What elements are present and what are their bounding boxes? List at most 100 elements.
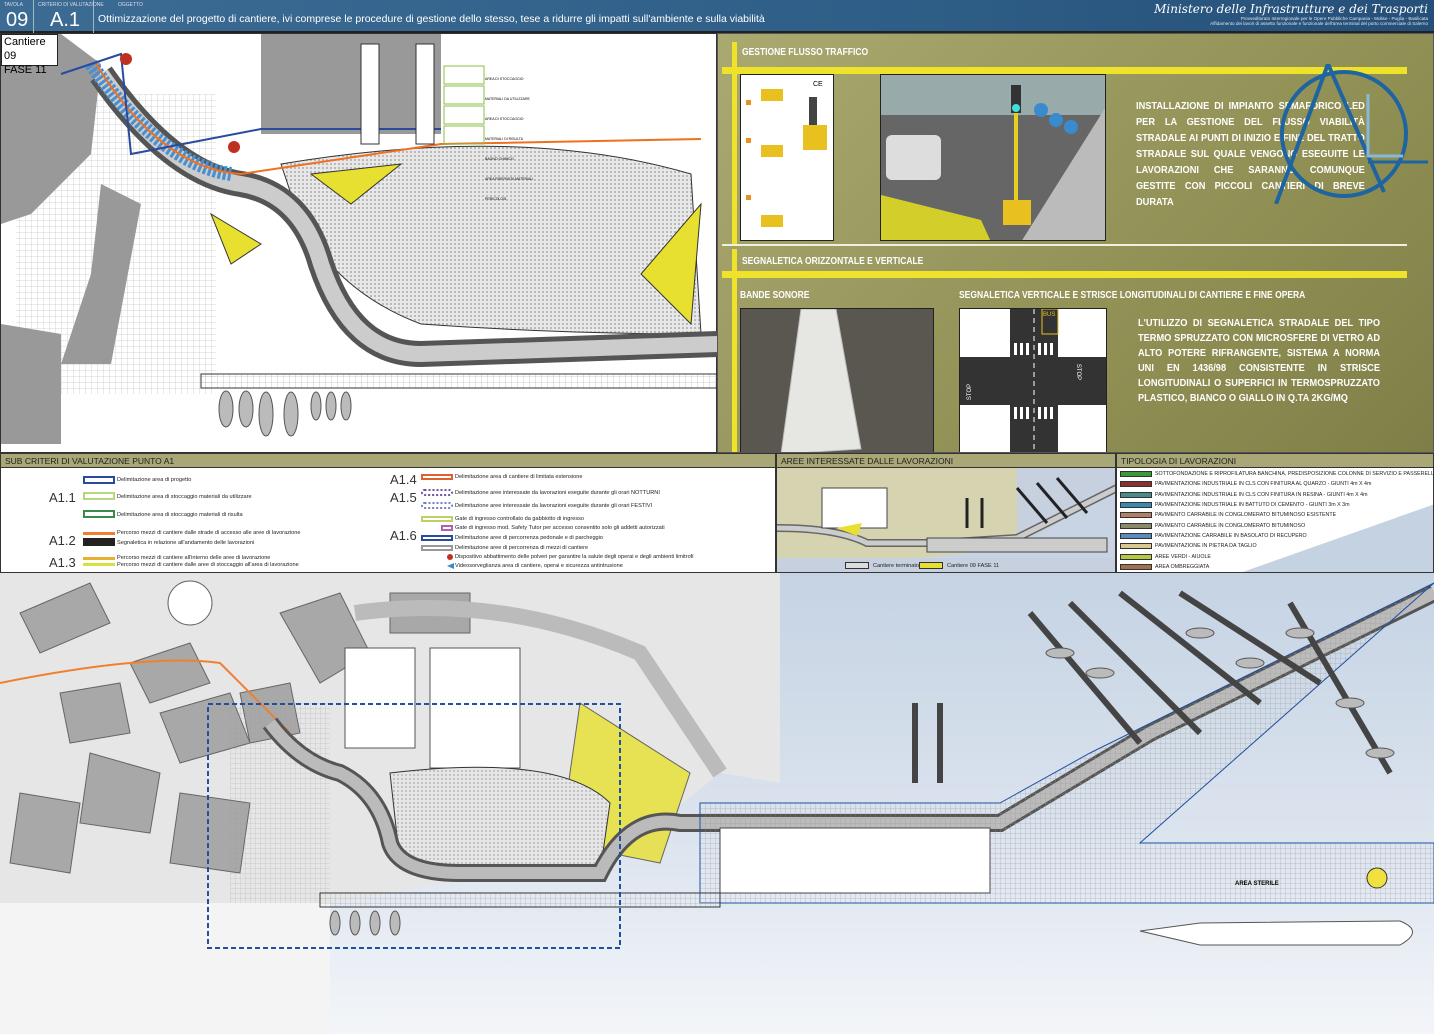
bus-label: BUS: [1043, 312, 1056, 318]
work-type-label: PAVIMENTAZIONE INDUSTRIALE IN CLS CON FI…: [1155, 491, 1368, 498]
map-label: AREA RISERVATA MATERIALI PERICOLOSI: [485, 177, 534, 201]
legend-item: Gate di ingresso mod. Safety Tutor per a…: [455, 525, 665, 531]
dust-abatement-icon: [228, 141, 240, 153]
traffic-light-scene: [881, 75, 1105, 240]
info-panel: GESTIONE FLUSSO TRAFFICO CE 1 2 3 INSTAL…: [717, 33, 1434, 453]
parking-area: [280, 145, 702, 335]
section-title: GESTIONE FLUSSO TRAFFICO: [742, 47, 869, 58]
terminal-building: [719, 827, 991, 894]
key-map: AREE INTERESSATE DALLE LAVORAZIONI Canti…: [776, 453, 1116, 573]
land: [0, 903, 330, 1034]
swatch: [421, 516, 453, 522]
subsection-title: BANDE SONORE: [740, 290, 810, 301]
cantiere-label: Cantiere 09 FASE 11: [1, 34, 58, 76]
swatch: [845, 562, 869, 569]
work-type-swatch: [1120, 522, 1152, 529]
work-type-label: PAVIMENTAZIONE INDUSTRIALE IN CLS CON FI…: [1155, 481, 1372, 488]
stop-label: STOP: [967, 383, 974, 401]
green-area: [309, 163, 403, 205]
quay: [200, 373, 718, 389]
yellow-rule: [732, 42, 737, 245]
work-type-item: PAVIMENTAZIONE IN PIETRA DA TAGLIO: [1120, 541, 1433, 551]
signage-swatch: [83, 538, 115, 546]
piers: [912, 590, 1393, 783]
ship: [1139, 920, 1413, 946]
work-type-label: PAVIMENTAZIONE CARRABILE IN BASOLATO DI …: [1155, 532, 1307, 539]
route-swatch: [83, 532, 115, 535]
subsection-title: SEGNALETICA VERTICALE E STRISCE LONGITUD…: [959, 290, 1306, 301]
header: TAVOLA 09 CRITERIO DI VALUTAZIONE A.1 OG…: [0, 0, 1434, 33]
legend-item: Delimitazione area di cantiere di limita…: [455, 474, 583, 480]
legend-item: Delimitazione aree interessate da lavora…: [455, 490, 660, 496]
work-types-legend: TIPOLOGIA DI LAVORAZIONI SOTTOFONDAZIONE…: [1116, 453, 1434, 573]
work-type-item: PAVIMENTO CARRABILE IN CONGLOMERATO BITU…: [1120, 510, 1433, 520]
work-type-swatch: [1120, 553, 1152, 560]
divider: [722, 244, 1407, 246]
legend-item: Segnaletica in relazione all'andamento d…: [117, 540, 255, 546]
work-type-item: PAVIMENTO CARRABILE IN CONGLOMERATO BITU…: [1120, 520, 1433, 530]
section2-text: L'UTILIZZO DI SEGNALETICA STRADALE DEL T…: [1138, 317, 1380, 404]
dust-abatement-icon: [120, 53, 132, 65]
site-plan-drawing: [1, 34, 718, 444]
traffic-light-sketch: [746, 89, 827, 227]
road: [353, 600, 727, 778]
work-type-label: SOTTOFONDAZIONE E RIPROFILATURA BANCHINA…: [1155, 471, 1434, 478]
swatch: [421, 545, 453, 551]
oggetto-label: OGGETTO: [118, 2, 143, 8]
company-logo: [1274, 64, 1428, 204]
ce-mark: CE: [813, 81, 823, 88]
legend-item: Gate di ingresso controllato da gabbiott…: [455, 516, 585, 522]
map-label: AREA DI STOCCAGGIO MATERIALI DI RISULTA: [485, 117, 524, 141]
yellow-rule: [732, 249, 737, 452]
work-type-label: PAVIMENTAZIONE IN PIETRA DA TAGLIO: [1155, 543, 1257, 550]
work-type-swatch: [1120, 543, 1152, 550]
site-plan-overview: AREA STERILE: [0, 573, 1434, 1034]
swatch: [919, 562, 943, 569]
yellow-rule: [722, 271, 1407, 278]
swatch: [441, 525, 453, 531]
legend-item: Delimitazione area di progetto: [117, 477, 192, 483]
legend-background: [1117, 454, 1433, 572]
ministry-sub-1: Provveditorato Interregionale per le Ope…: [1240, 16, 1428, 21]
legend-item: Delimitazione area di stoccaggio materia…: [117, 512, 243, 518]
criterio-label: CRITERIO DI VALUTAZIONE: [38, 2, 104, 8]
legend-subcriteria: SUB CRITERI DI VALUTAZIONE PUNTO A1 A1.1…: [0, 453, 776, 573]
road-inner: [94, 69, 718, 363]
code-a1-1: A1.1: [49, 490, 76, 505]
legend-item: Dispositivo abbattimento delle polveri p…: [455, 554, 694, 560]
area-sterile-label: AREA STERILE: [1235, 881, 1279, 887]
work-type-label: PAVIMENTO CARRABILE IN CONGLOMERATO BITU…: [1155, 522, 1306, 529]
site-plan-detail: AREA DI STOCCAGGIO MATERIALI DA UTILIZZA…: [0, 33, 718, 453]
map-label: AREA DI STOCCAGGIO MATERIALI DA UTILIZZA…: [485, 77, 530, 101]
section1-text: INSTALLAZIONE DI IMPIANTO SEMAFORICO LED…: [1136, 100, 1365, 208]
project-boundary: [60, 52, 441, 156]
work-type-swatch: [1120, 532, 1152, 539]
section-title: SEGNALETICA ORIZZONTALE E VERTICALE: [742, 256, 924, 267]
legend-item: Percorso mezzi di cantiere dalle strade …: [117, 530, 301, 536]
code-a1-6: A1.6: [390, 528, 417, 543]
yellow-rule: [722, 67, 1407, 74]
work-type-label: AREA OMBREGGIATA: [1155, 563, 1210, 570]
intersection: [960, 309, 1106, 452]
work-type-item: SOTTOFONDAZIONE E RIPROFILATURA BANCHINA…: [1120, 469, 1434, 479]
ministry-name: Ministero delle Infrastrutture e dei Tra…: [1154, 2, 1428, 16]
legend-item: Delimitazione aree di percorrenza pedona…: [455, 535, 604, 541]
swatch: [83, 476, 115, 484]
work-type-swatch: [1120, 491, 1152, 498]
cantiere-number: Cantiere 09: [4, 36, 46, 62]
green-area: [209, 212, 262, 265]
legend-item: Percorso mezzi di cantiere all'interno d…: [117, 555, 271, 561]
swatch: [421, 489, 453, 496]
building: [261, 34, 441, 134]
traffic-light-photo: [880, 74, 1106, 241]
work-type-item: AREE VERDI - AIUOLE: [1120, 551, 1433, 561]
map-label: BAGNO CHIMICO: [485, 157, 514, 161]
ministry-logo: Ministero delle Infrastrutture e dei Tra…: [1154, 2, 1428, 26]
step-3: 3: [743, 191, 747, 197]
code-a1-4: A1.4: [390, 472, 417, 487]
key-legend-item: Cantiere terminato: [873, 563, 920, 569]
quay-edge: [319, 892, 721, 908]
route-swatch: [83, 563, 115, 566]
vehicle-route: [0, 659, 291, 734]
work-type-label: AREE VERDI - AIUOLE: [1155, 553, 1211, 560]
